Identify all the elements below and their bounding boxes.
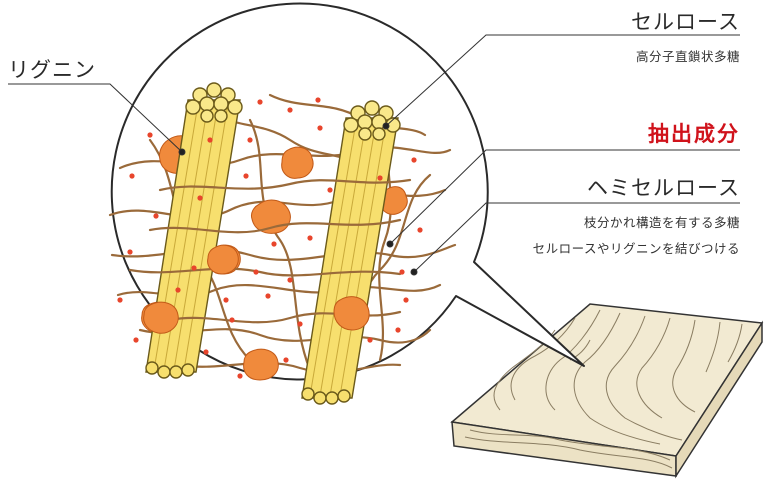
extractive-dots	[117, 97, 423, 379]
lignin-label: リグニン	[8, 58, 96, 82]
leader-lines	[8, 34, 740, 276]
wood-plank-icon	[450, 303, 764, 479]
hemicellulose-label: ヘミセルロース	[587, 176, 740, 200]
cellulose-description: 高分子直鎖状多糖	[635, 49, 740, 64]
extract-label: 抽出成分	[648, 122, 740, 146]
hemicellulose-description-1: 枝分かれ構造を有する多糖	[583, 215, 740, 230]
cellulose-bundle-2	[301, 100, 401, 405]
hemicellulose-description-2: セルロースやリグニンを結びつける	[532, 241, 740, 256]
cellulose-label: セルロース	[631, 10, 740, 34]
cell-wall-contents	[108, 82, 457, 405]
